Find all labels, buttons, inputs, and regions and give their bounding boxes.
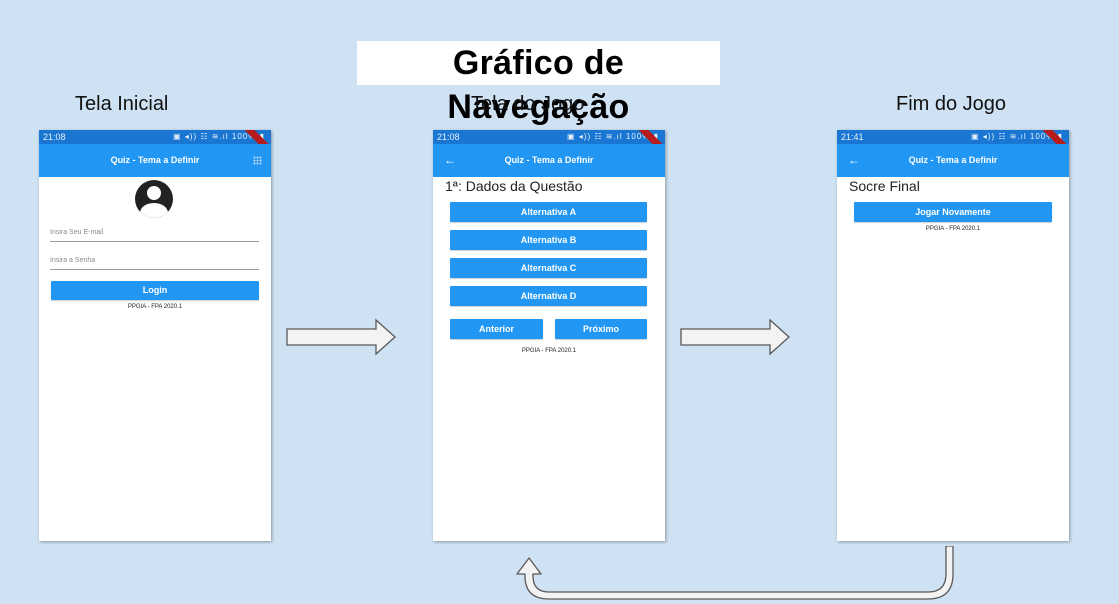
question-text: 1ª: Dados da Questão [445,178,583,194]
diagram-title: Gráfico de Navegação [357,41,720,126]
status-icons: ▣ ◂)) ☷ ≋.ıl 100% ▮ [567,132,659,141]
status-bar: 21:08 ▣ ◂)) ☷ ≋.ıl 100% ▮ [39,130,271,144]
grid-icon[interactable] [253,156,262,165]
back-arrow-icon[interactable]: ← [444,153,456,167]
app-bar: Quiz - Tema a Definir [39,144,271,177]
app-bar-title: Quiz - Tema a Definir [110,155,200,165]
alternative-a-button[interactable]: Alternativa A [450,202,647,222]
caption-login-screen: Tela Inicial [75,93,169,115]
login-button[interactable]: Login [51,281,259,300]
status-icons: ▣ ◂)) ☷ ≋.ıl 100% ▮ [173,132,265,141]
status-time: 21:08 [437,132,460,142]
arrow-end-to-game [516,546,954,600]
caption-end-screen: Fim do Jogo [896,93,1007,115]
next-button[interactable]: Próximo [555,319,647,339]
alternative-d-button[interactable]: Alternativa D [450,286,647,306]
email-field[interactable]: Insira Seu E-mail [50,223,259,242]
back-arrow-icon[interactable]: ← [848,153,860,167]
status-time: 21:41 [841,132,864,142]
footer-text: PPGIA - FPA 2020.1 [521,348,577,354]
game-screen: 21:08 ▣ ◂)) ☷ ≋.ıl 100% ▮ ← Quiz - Tema … [433,130,665,541]
play-again-button[interactable]: Jogar Novamente [854,202,1052,222]
login-screen: 21:08 ▣ ◂)) ☷ ≋.ıl 100% ▮ Quiz - Tema a … [39,130,271,541]
alternative-c-button[interactable]: Alternativa C [450,258,647,278]
status-time: 21:08 [43,132,66,142]
status-icons: ▣ ◂)) ☷ ≋.ıl 100% ▮ [971,132,1063,141]
app-bar: ← Quiz - Tema a Definir [433,144,665,177]
footer-text: PPGIA - FPA 2020.1 [127,304,183,310]
alternative-b-button[interactable]: Alternativa B [450,230,647,250]
previous-button[interactable]: Anterior [450,319,543,339]
status-bar: 21:08 ▣ ◂)) ☷ ≋.ıl 100% ▮ [433,130,665,144]
status-bar: 21:41 ▣ ◂)) ☷ ≋.ıl 100% ▮ [837,130,1069,144]
password-field[interactable]: Insira a Senha [50,251,259,270]
account-circle-icon [135,180,173,218]
app-bar-title: Quiz - Tema a Definir [504,155,594,165]
end-screen: 21:41 ▣ ◂)) ☷ ≋.ıl 100% ▮ ← Quiz - Tema … [837,130,1069,541]
caption-game-screen: Tela do Jogo [471,93,585,115]
app-bar-title: Quiz - Tema a Definir [908,155,998,165]
final-score-heading: Socre Final [849,178,920,194]
app-bar: ← Quiz - Tema a Definir [837,144,1069,177]
arrow-login-to-game [286,318,396,356]
footer-text: PPGIA - FPA 2020.1 [925,226,981,232]
arrow-game-to-end [680,318,790,356]
